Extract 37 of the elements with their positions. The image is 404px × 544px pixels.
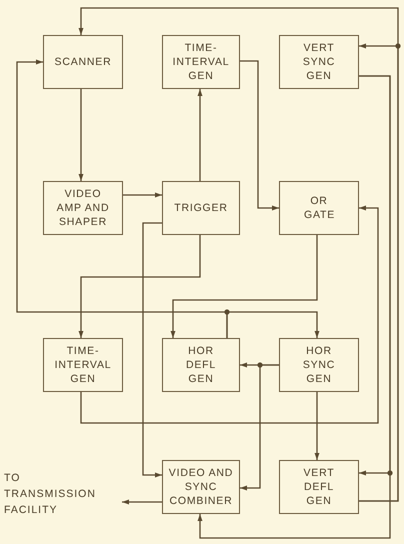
arrow: [240, 364, 279, 490]
box-label: VIDEO AMP AND SHAPER: [56, 186, 110, 230]
process-box: [279, 181, 359, 235]
process-box: [43, 181, 123, 235]
arrow: [198, 89, 202, 181]
arrow: [359, 44, 399, 502]
arrow: [142, 222, 162, 478]
process-box: [162, 460, 240, 514]
process-box: [162, 338, 240, 392]
box-label: TIME- INTERVAL GEN: [172, 40, 230, 84]
box-label: SCANNER: [54, 54, 112, 70]
process-box: [43, 338, 123, 392]
box-label: VERT DEFL GEN: [302, 466, 336, 508]
process-box: [162, 35, 240, 89]
box-label: VIDEO AND SYNC COMBINER: [168, 466, 234, 508]
arrow: [226, 311, 320, 338]
arrow: [123, 192, 162, 198]
arrow: [314, 392, 320, 460]
process-box: [43, 35, 123, 89]
process-box: [279, 338, 359, 392]
process-box: [279, 35, 359, 89]
arrow: [122, 500, 162, 504]
arrow: [78, 235, 201, 338]
box-label: OR GATE: [304, 194, 334, 222]
arrow: [80, 206, 379, 424]
box-label: TIME- INTERVAL GEN: [54, 344, 112, 386]
arrow: [198, 75, 391, 539]
box-label: VERT SYNC GEN: [302, 40, 336, 84]
box-label: HOR SYNC GEN: [302, 344, 336, 386]
arrow: [78, 89, 84, 181]
box-label: HOR DEFL GEN: [184, 344, 218, 386]
process-box: [162, 181, 240, 235]
arrow: [170, 235, 318, 338]
process-box: [279, 460, 359, 514]
box-label: TRIGGER: [173, 200, 229, 216]
destination-label: TO TRANSMISSION FACILITY: [4, 470, 97, 518]
arrow: [240, 60, 279, 210]
